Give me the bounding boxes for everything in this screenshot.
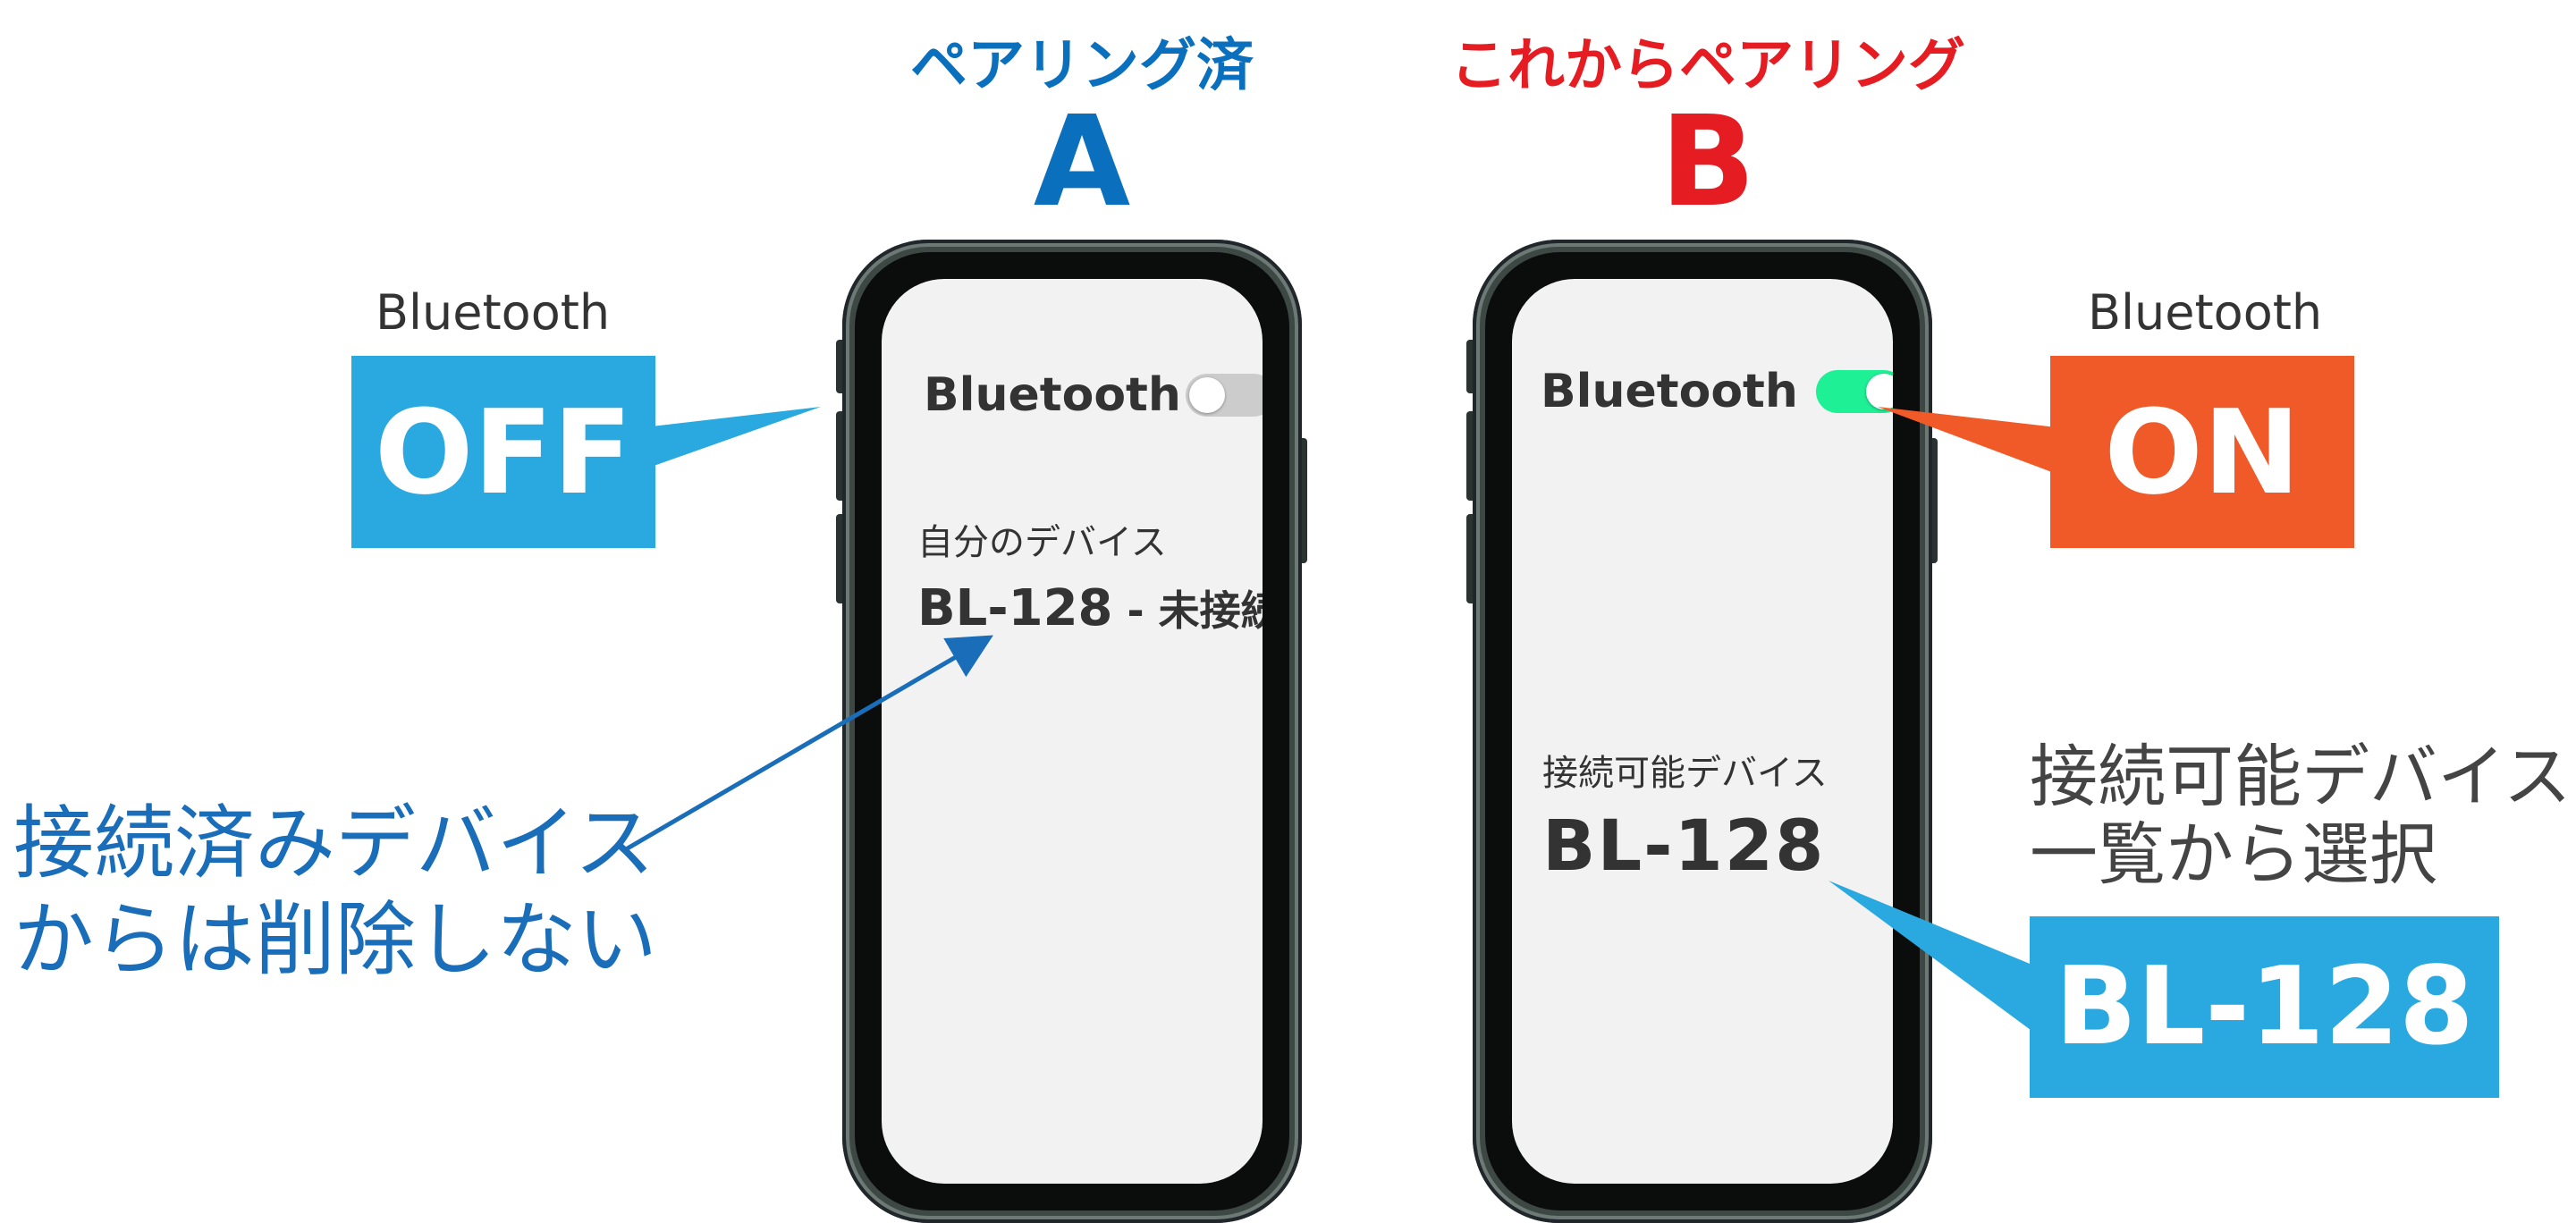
off-callout-box: OFF xyxy=(351,356,655,548)
phone-b-bluetooth-label: Bluetooth xyxy=(1541,365,1798,418)
phone-b-screen: Bluetooth 接続可能デバイス BL-128 xyxy=(1512,279,1893,1184)
phone-a-toggle-knob xyxy=(1189,377,1225,413)
phone-a-screen: Bluetooth 自分のデバイス BL-128 - 未接続 xyxy=(882,279,1263,1184)
note-right-line2: 一覧から選択 xyxy=(2030,814,2437,895)
phone-b-bezel: Bluetooth 接続可能デバイス BL-128 xyxy=(1485,252,1920,1210)
phone-b-letter: B xyxy=(1660,89,1756,235)
phone-b-subheading: これからペアリング xyxy=(1450,33,1965,99)
phone-b-toggle-knob xyxy=(1866,374,1893,409)
note-left-line2: からは削除しない xyxy=(13,893,657,987)
phone-a: Bluetooth 自分のデバイス BL-128 - 未接続 xyxy=(842,240,1302,1223)
on-callout-box: ON xyxy=(2050,356,2354,548)
phone-b-device-name[interactable]: BL-128 xyxy=(1542,806,1826,887)
phone-a-device-row[interactable]: BL-128 - 未接続 xyxy=(917,578,1263,637)
off-callout-caption: Bluetooth xyxy=(376,284,611,341)
phone-a-bluetooth-toggle[interactable] xyxy=(1186,374,1263,417)
phone-a-section-label: 自分のデバイス xyxy=(917,522,1167,563)
on-callout-caption: Bluetooth xyxy=(2088,284,2323,341)
phone-a-bezel: Bluetooth 自分のデバイス BL-128 - 未接続 xyxy=(855,252,1289,1210)
device-callout-box: BL-128 xyxy=(2030,916,2499,1098)
note-right: 接続可能デバイス 一覧から選択 xyxy=(2030,738,2572,894)
note-left: 接続済みデバイス からは削除しない xyxy=(13,796,657,989)
phone-a-device-name: BL-128 xyxy=(917,579,1113,637)
phone-b-section-label: 接続可能デバイス xyxy=(1542,753,1828,794)
note-right-line1: 接続可能デバイス xyxy=(2030,737,2572,816)
phone-a-device-status: - 未接続 xyxy=(1127,586,1263,635)
off-callout-pointer xyxy=(644,407,821,469)
note-left-line1: 接続済みデバイス xyxy=(13,797,655,890)
phone-a-letter: A xyxy=(1033,89,1131,235)
phone-b: Bluetooth 接続可能デバイス BL-128 xyxy=(1473,240,1932,1223)
phone-b-bluetooth-toggle[interactable] xyxy=(1816,370,1893,413)
phone-a-bluetooth-label: Bluetooth xyxy=(924,368,1181,422)
phone-a-subheading: ペアリング済 xyxy=(910,33,1254,99)
